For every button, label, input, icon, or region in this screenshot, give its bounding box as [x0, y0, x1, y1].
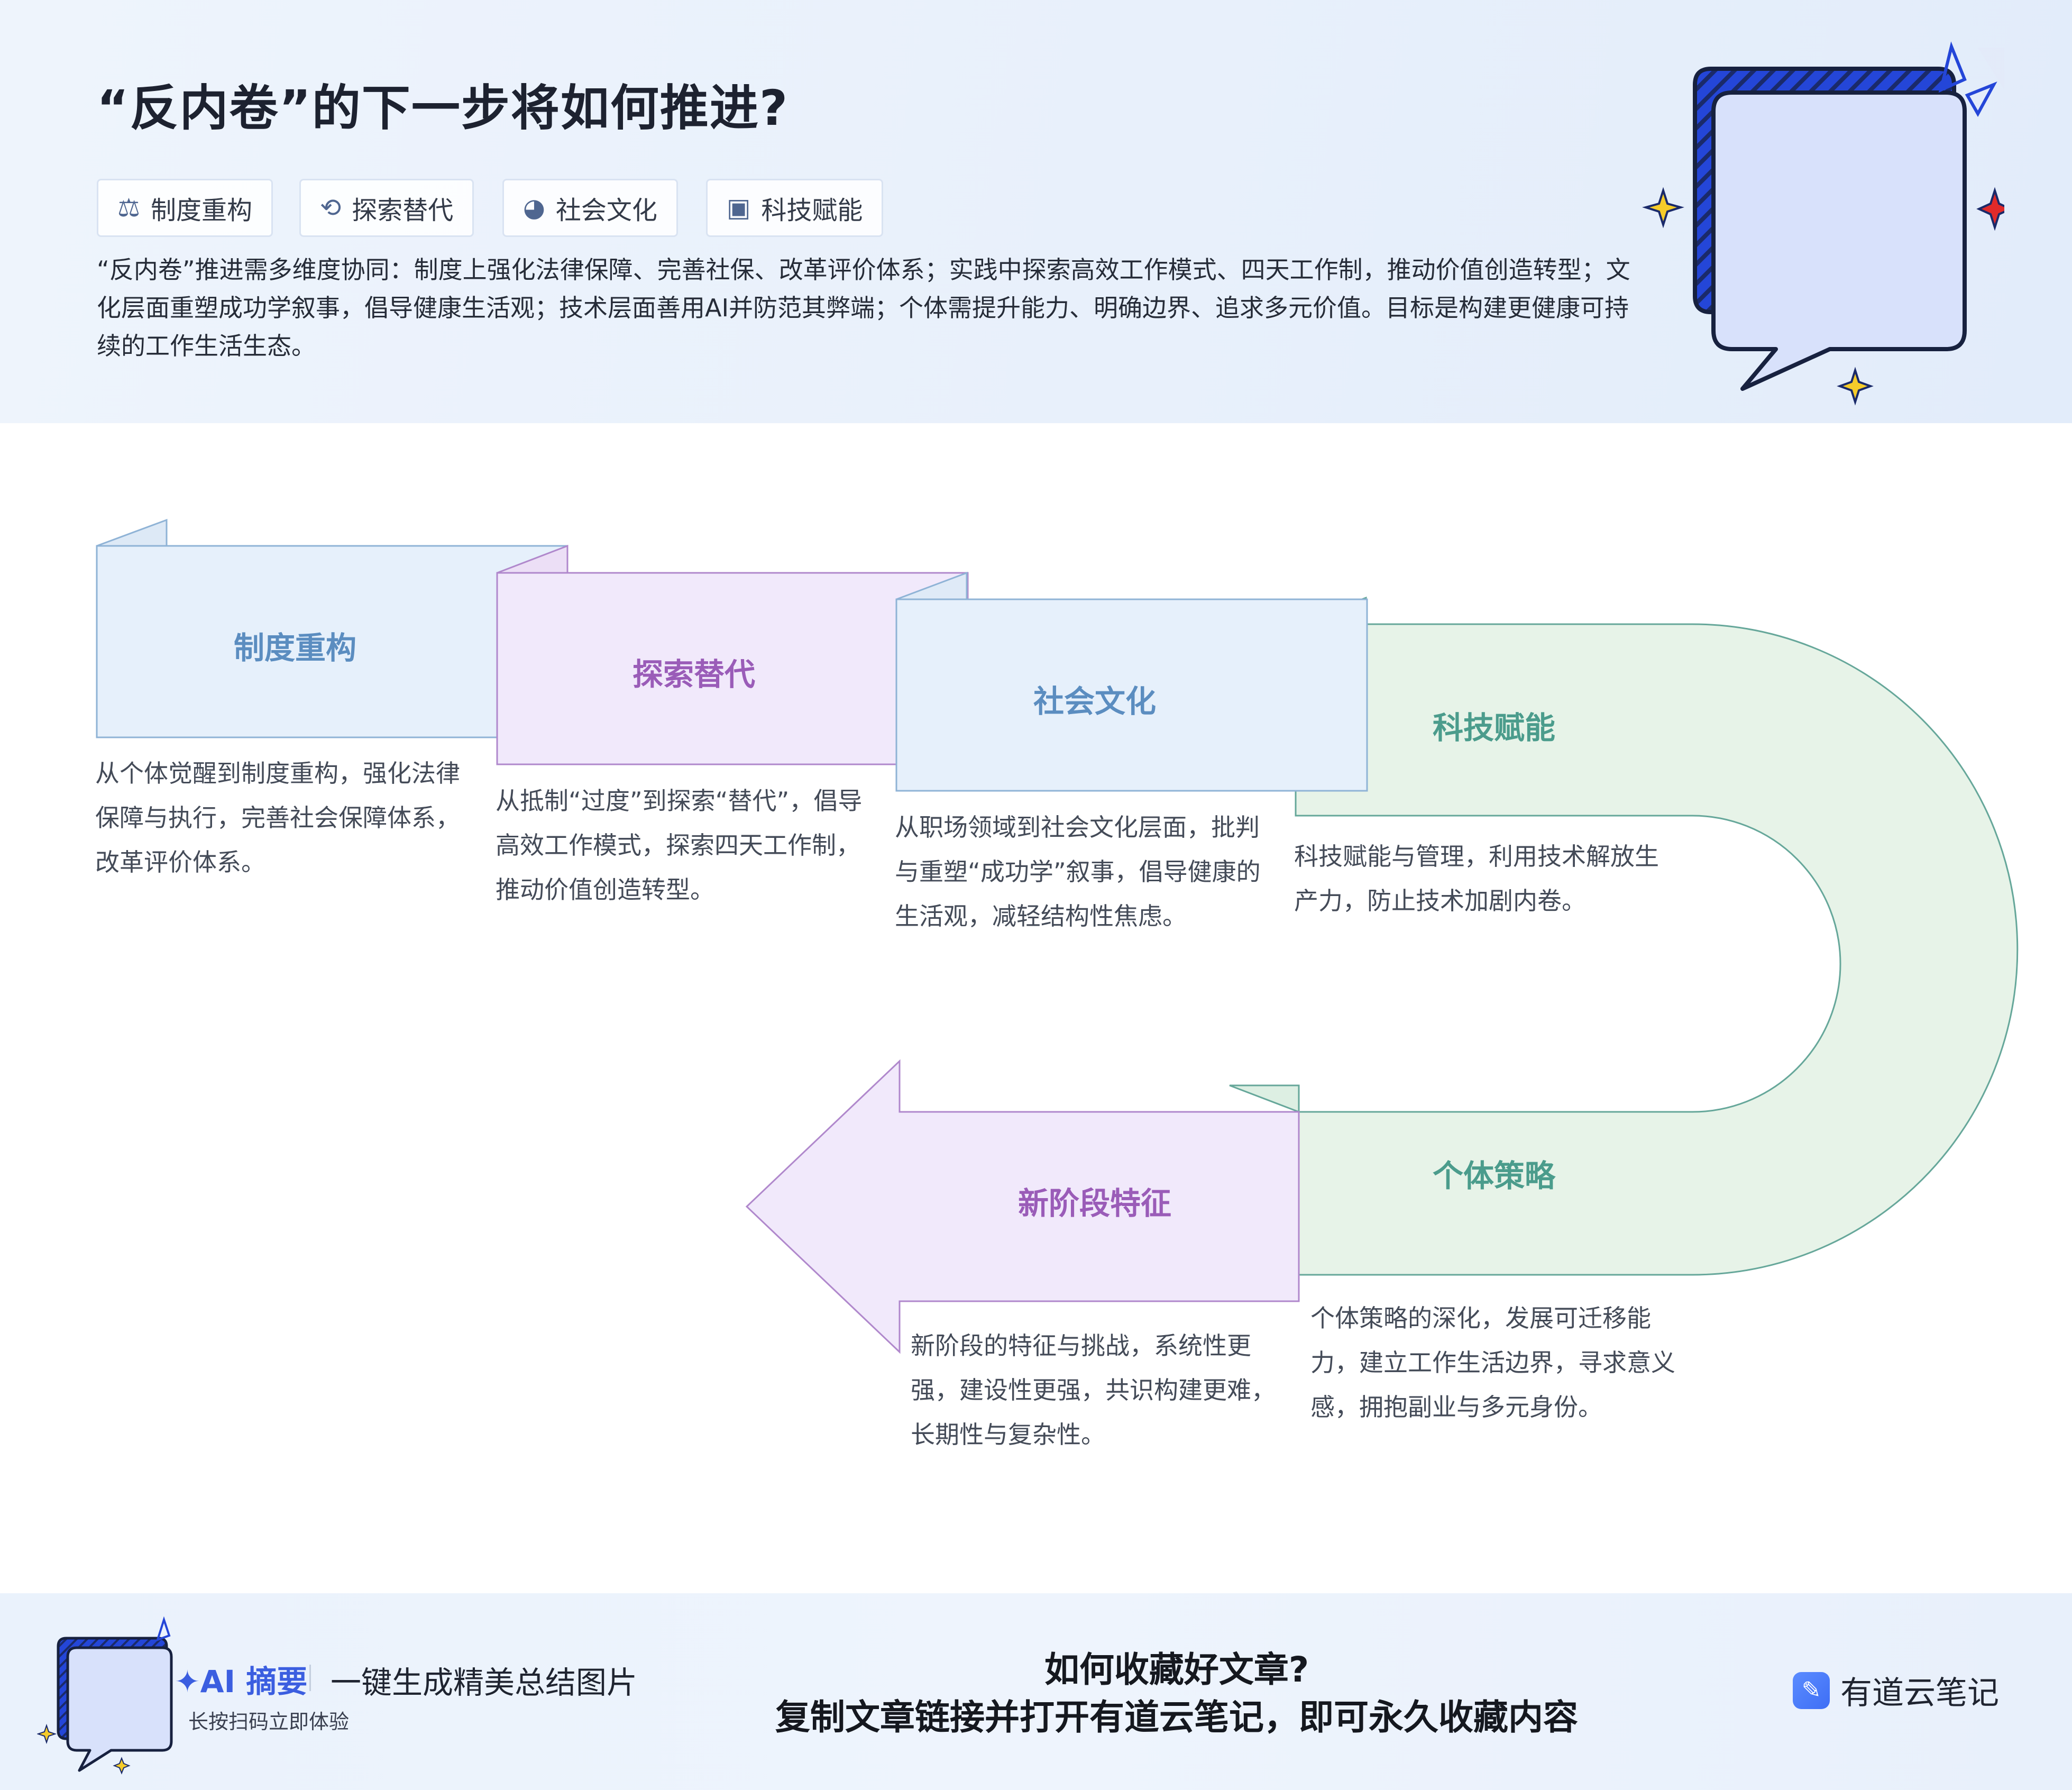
step-card-alternative	[496, 572, 969, 765]
tag-label: 制度重构	[151, 196, 253, 225]
desc-line: 个体策略的深化，发展可迁移能	[1310, 1304, 1651, 1332]
brand-logo[interactable]: ✎ 有道云笔记	[1793, 1667, 1999, 1713]
step-title-culture: 社会文化	[1033, 683, 1156, 719]
save-tip-question: 如何收藏好文章?	[1044, 1649, 1309, 1690]
tag-label: 探索替代	[352, 196, 454, 225]
refresh-icon: ⟲	[320, 193, 342, 223]
sparkle-icon	[1642, 187, 2004, 406]
scales-icon: ⚖	[117, 193, 141, 223]
step-desc-new-stage: 新阶段的特征与挑战，系统性更 强，建设性更强，共识构建更难， 长期性与复杂性。	[911, 1323, 1276, 1457]
desc-line: 保障与执行，完善社会保障体系，	[95, 803, 460, 832]
divider	[309, 1665, 311, 1691]
brand-name: 有道云笔记	[1840, 1675, 1999, 1712]
step-desc-individual: 个体策略的深化，发展可迁移能 力，建立工作生活边界，寻求意义 感，拥抱副业与多元…	[1310, 1296, 1675, 1429]
save-tip: 如何收藏好文章? 复制文章链接并打开有道云笔记，即可永久收藏内容	[687, 1646, 1666, 1741]
desc-line: 新阶段的特征与挑战，系统性更	[911, 1331, 1251, 1360]
step-title-technology: 科技赋能	[1433, 710, 1555, 746]
step-title-alternative: 探索替代	[632, 656, 755, 692]
desc-line: 从个体觉醒到制度重构，强化法律	[95, 759, 460, 788]
desc-line: 从抵制“过度”到探索“替代”，倡导	[496, 787, 863, 815]
desc-line: 感，拥抱副业与多元身份。	[1310, 1393, 1602, 1421]
left-arrow-shape	[745, 1059, 1300, 1354]
desc-line: 从职场领域到社会文化层面，批判	[895, 813, 1260, 842]
desc-line: 长期性与复杂性。	[911, 1420, 1105, 1449]
step-desc-alternative: 从抵制“过度”到探索“替代”，倡导 高效工作模式，探索四天工作制， 推动价值创造…	[496, 779, 862, 912]
step-title-new-stage: 新阶段特征	[1018, 1185, 1171, 1221]
u-turn-shape	[1295, 623, 2019, 1276]
step-desc-culture: 从职场领域到社会文化层面，批判 与重塑“成功学”叙事，倡导健康的 生活观，减轻结…	[895, 805, 1261, 938]
tag-label: 社会文化	[555, 196, 657, 225]
step-desc-institution: 从个体觉醒到制度重构，强化法律 保障与执行，完善社会保障体系， 改革评价体系。	[95, 751, 460, 884]
burst-lines-icon	[1938, 41, 1997, 117]
footer: ✦AI 摘要 一键生成精美总结图片 长按扫码立即体验 如何收藏好文章? 复制文章…	[0, 1593, 2072, 1790]
page-title: “反内卷”的下一步将如何推进?	[97, 80, 789, 136]
tag-institution[interactable]: ⚖ 制度重构	[97, 179, 273, 237]
step-title-institution: 制度重构	[234, 630, 356, 666]
qr-bubble-icon[interactable]	[37, 1614, 175, 1778]
tag-culture[interactable]: ◕ 社会文化	[502, 179, 678, 237]
desc-line: 与重塑“成功学”叙事，倡导健康的	[895, 857, 1261, 886]
desc-line: 改革评价体系。	[95, 848, 265, 876]
ai-summary-badge: ✦AI 摘要	[175, 1664, 308, 1700]
pencil-icon: ✎	[1793, 1672, 1830, 1709]
desc-line: 科技赋能与管理，利用技术解放生	[1294, 842, 1659, 871]
header: “反内卷”的下一步将如何推进? ⚖ 制度重构 ⟲ 探索替代 ◕ 社会文化 ▣ 科…	[0, 0, 2072, 423]
desc-line: 推动价值创造转型。	[496, 875, 714, 904]
summary-text: “反内卷”推进需多维度协同：制度上强化法律保障、完善社保、改革评价体系；实践中探…	[97, 255, 1630, 360]
robot-icon: ▣	[727, 193, 751, 223]
tag-technology[interactable]: ▣ 科技赋能	[706, 179, 884, 237]
globe-icon: ◕	[523, 193, 545, 223]
footer-scan-hint: 长按扫码立即体验	[188, 1710, 350, 1733]
desc-line: 力，建立工作生活边界，寻求意义	[1310, 1348, 1675, 1377]
step-card-institution	[96, 545, 569, 738]
speech-bubble-illustration	[1642, 41, 2004, 406]
step-desc-technology: 科技赋能与管理，利用技术解放生 产力，防止技术加剧内卷。	[1294, 834, 1659, 923]
tag-label: 科技赋能	[761, 196, 863, 225]
footer-slogan: 一键生成精美总结图片	[331, 1665, 638, 1701]
save-tip-answer: 复制文章链接并打开有道云笔记，即可永久收藏内容	[775, 1697, 1578, 1738]
desc-line: 强，建设性更强，共识构建更难，	[911, 1376, 1276, 1404]
step-title-individual: 个体策略	[1433, 1158, 1556, 1194]
strategy-flow-diagram: 制度重构 探索替代 社会文化 科技赋能 个体策略 新阶段特征	[96, 518, 2019, 1354]
tag-alternative[interactable]: ⟲ 探索替代	[299, 179, 474, 237]
step-card-culture	[895, 598, 1368, 792]
desc-line: 高效工作模式，探索四天工作制，	[496, 831, 860, 860]
desc-line: 产力，防止技术加剧内卷。	[1294, 887, 1586, 915]
desc-line: 生活观，减轻结构性焦虑。	[895, 902, 1187, 930]
